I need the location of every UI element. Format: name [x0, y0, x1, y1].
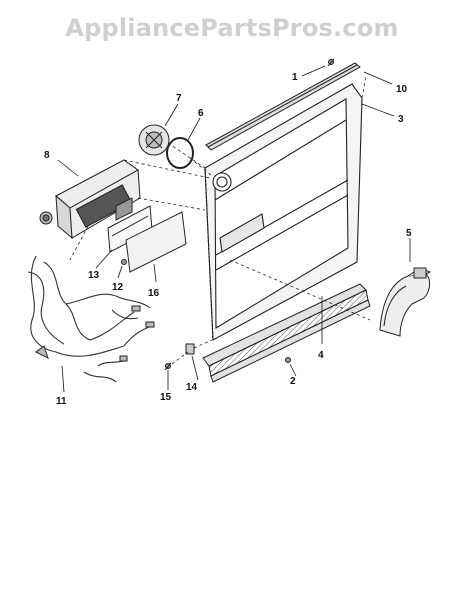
callout-5: 5: [406, 228, 412, 239]
wire-harness: [27, 255, 155, 383]
callout-15: 15: [160, 392, 172, 403]
vent-fan-assembly: [379, 267, 432, 337]
control-cover-plate: [125, 211, 187, 273]
mounting-bracket: [185, 343, 195, 355]
screw-board: [121, 259, 127, 265]
callout-12: 12: [112, 282, 124, 293]
callout-2: 2: [290, 376, 296, 387]
screw-bottom: [285, 357, 291, 363]
callout-1: 1: [292, 72, 298, 83]
callout-14: 14: [186, 382, 198, 393]
bottom-vent-trim: [202, 283, 371, 383]
callout-6: 6: [198, 108, 204, 119]
watermark-text: AppliancePartsPros.com: [65, 14, 399, 42]
dispenser-gasket-ring: [166, 137, 194, 169]
screw-top: [327, 58, 335, 67]
callout-13: 13: [88, 270, 100, 281]
callout-4: 4: [318, 350, 324, 361]
leader-lines: [57, 65, 411, 393]
inner-door-panel: [204, 83, 363, 341]
callout-labels: 1 2 3 4 5 6 7 8 10 11 12 13 14 15 16: [44, 72, 412, 407]
callout-7: 7: [176, 93, 182, 104]
screw-small: [164, 362, 172, 371]
callout-11: 11: [56, 396, 67, 407]
control-knob: [39, 211, 53, 225]
door-gasket-strip: [205, 62, 361, 151]
alignment-lines: [69, 75, 371, 365]
callout-8: 8: [44, 150, 50, 161]
dispenser-cap: [138, 124, 170, 156]
control-console-housing: [55, 159, 141, 240]
callout-10: 10: [396, 84, 408, 95]
callout-3: 3: [398, 114, 404, 125]
callout-16: 16: [148, 288, 160, 299]
